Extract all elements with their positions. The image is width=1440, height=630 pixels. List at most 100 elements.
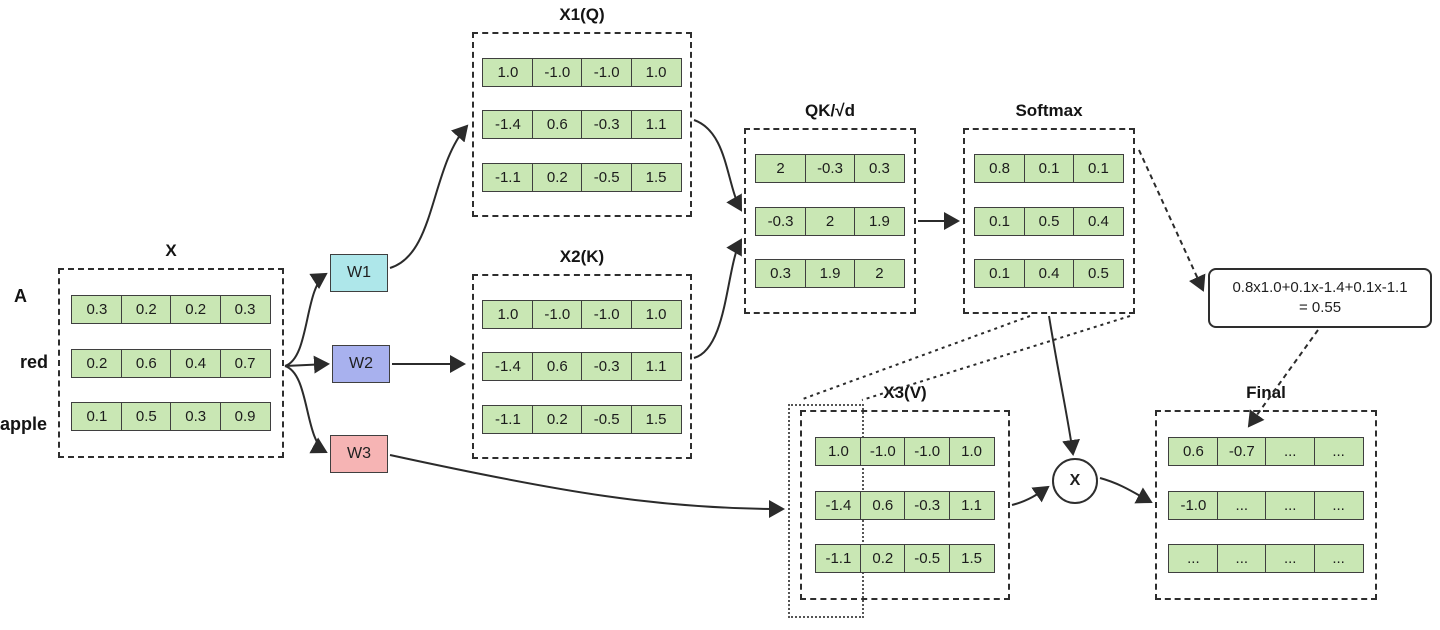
matrix-x3v-title: X3(V) [883, 383, 927, 402]
matrix-cell: 0.3 [755, 259, 807, 289]
matrix-cell: 0.3 [219, 294, 271, 324]
matrix-cell: -0.3 [581, 110, 633, 139]
arrow-w1-to-x1q [389, 124, 469, 269]
matrix-cell: ... [1168, 544, 1219, 574]
annotation-line2: = 0.55 [1298, 299, 1342, 316]
matrix-final-box: 0.6-0.7......-1.0..................... [1155, 410, 1377, 600]
matrix-cell: ... [1216, 490, 1267, 520]
matrix-cell: -1.0 [531, 57, 583, 87]
arrow-multiply-to-final [1099, 477, 1153, 504]
matrix-x-title: X [165, 241, 177, 260]
weight-w1-box: W1 [330, 254, 388, 292]
arrow-x1q-to-qk [693, 119, 742, 212]
matrix-cell: 1.1 [630, 110, 682, 139]
matrix-cell: -0.7 [1216, 436, 1267, 466]
matrix-cell: ... [1313, 490, 1364, 520]
matrix-cell: 1.0 [948, 436, 995, 466]
multiply-node: X [1052, 458, 1098, 504]
matrix-cell: 2 [853, 259, 905, 289]
matrix-cell: -1.1 [482, 162, 534, 192]
matrix-cell: 1.5 [948, 544, 995, 574]
arrow-x-to-w2 [284, 355, 330, 374]
matrix-cell: -0.3 [804, 153, 856, 183]
matrix-cell: -1.0 [581, 299, 633, 329]
matrix-cell: 0.1 [71, 402, 123, 432]
matrix-cell: 0.1 [1023, 153, 1075, 183]
matrix-cell: ... [1265, 544, 1316, 574]
matrix-cell: 0.3 [853, 153, 905, 183]
matrix-cell: 0.3 [71, 294, 123, 324]
matrix-cell: 0.6 [859, 490, 906, 520]
matrix-cell: 0.6 [531, 110, 583, 139]
matrix-cell: 1.9 [804, 259, 856, 289]
matrix-qk-title: QK/√d [805, 101, 855, 120]
row-label-a: A [14, 286, 27, 306]
matrix-cell: -0.5 [581, 162, 633, 192]
weight-w3-box: W3 [330, 435, 388, 473]
matrix-cell: -1.4 [482, 352, 534, 381]
matrix-cell: ... [1265, 436, 1316, 466]
matrix-cell: ... [1265, 490, 1316, 520]
matrix-cell: 0.4 [170, 348, 222, 378]
matrix-cell: -0.5 [904, 544, 951, 574]
matrix-cell: 0.6 [531, 352, 583, 381]
matrix-cell: 0.1 [1072, 153, 1124, 183]
matrix-cell: 1.0 [630, 299, 682, 329]
matrix-row: -1.0......... [1168, 490, 1364, 520]
matrix-cell: 1.5 [630, 404, 682, 434]
matrix-cell: 0.6 [120, 348, 172, 378]
arrow-x-to-w3 [284, 365, 328, 454]
matrix-cell: -1.0 [1168, 490, 1219, 520]
weight-w1-label: W1 [347, 264, 371, 281]
matrix-cell: 0.9 [219, 402, 271, 432]
matrix-row: 0.6-0.7...... [1168, 436, 1364, 466]
matrix-cell: 0.4 [1023, 259, 1075, 289]
matrix-cell: -1.0 [904, 436, 951, 466]
annotation-box: 0.8x1.0+0.1x-1.4+0.1x-1.1 = 0.55 [1208, 268, 1432, 328]
arrow-w3-to-x3v [389, 454, 785, 518]
weight-w2-box: W2 [332, 345, 390, 383]
matrix-cell: 1.0 [482, 299, 534, 329]
matrix-cell: 0.5 [1023, 206, 1075, 236]
matrix-cell: 0.7 [219, 348, 271, 378]
matrix-cell: 0.5 [1072, 259, 1124, 289]
matrix-cell: 0.8 [974, 153, 1026, 183]
matrix-cell: 0.5 [120, 402, 172, 432]
arrow-softmax-to-multiply [1048, 315, 1080, 456]
matrix-cell: -0.3 [581, 352, 633, 381]
matrix-cell: -1.0 [581, 57, 633, 87]
matrix-cell: 0.6 [1168, 436, 1219, 466]
matrix-cell: 0.3 [170, 402, 222, 432]
matrix-cell: 1.0 [630, 57, 682, 87]
matrix-cell: ... [1216, 544, 1267, 574]
weight-w2-label: W2 [349, 355, 373, 372]
matrix-cell: ... [1313, 544, 1364, 574]
row-label-red: red [20, 352, 49, 372]
matrix-cell: -0.5 [581, 404, 633, 434]
row-label-apple: apple [0, 414, 48, 434]
matrix-final: Final 0.6-0.7......-1.0.................… [1155, 382, 1377, 600]
